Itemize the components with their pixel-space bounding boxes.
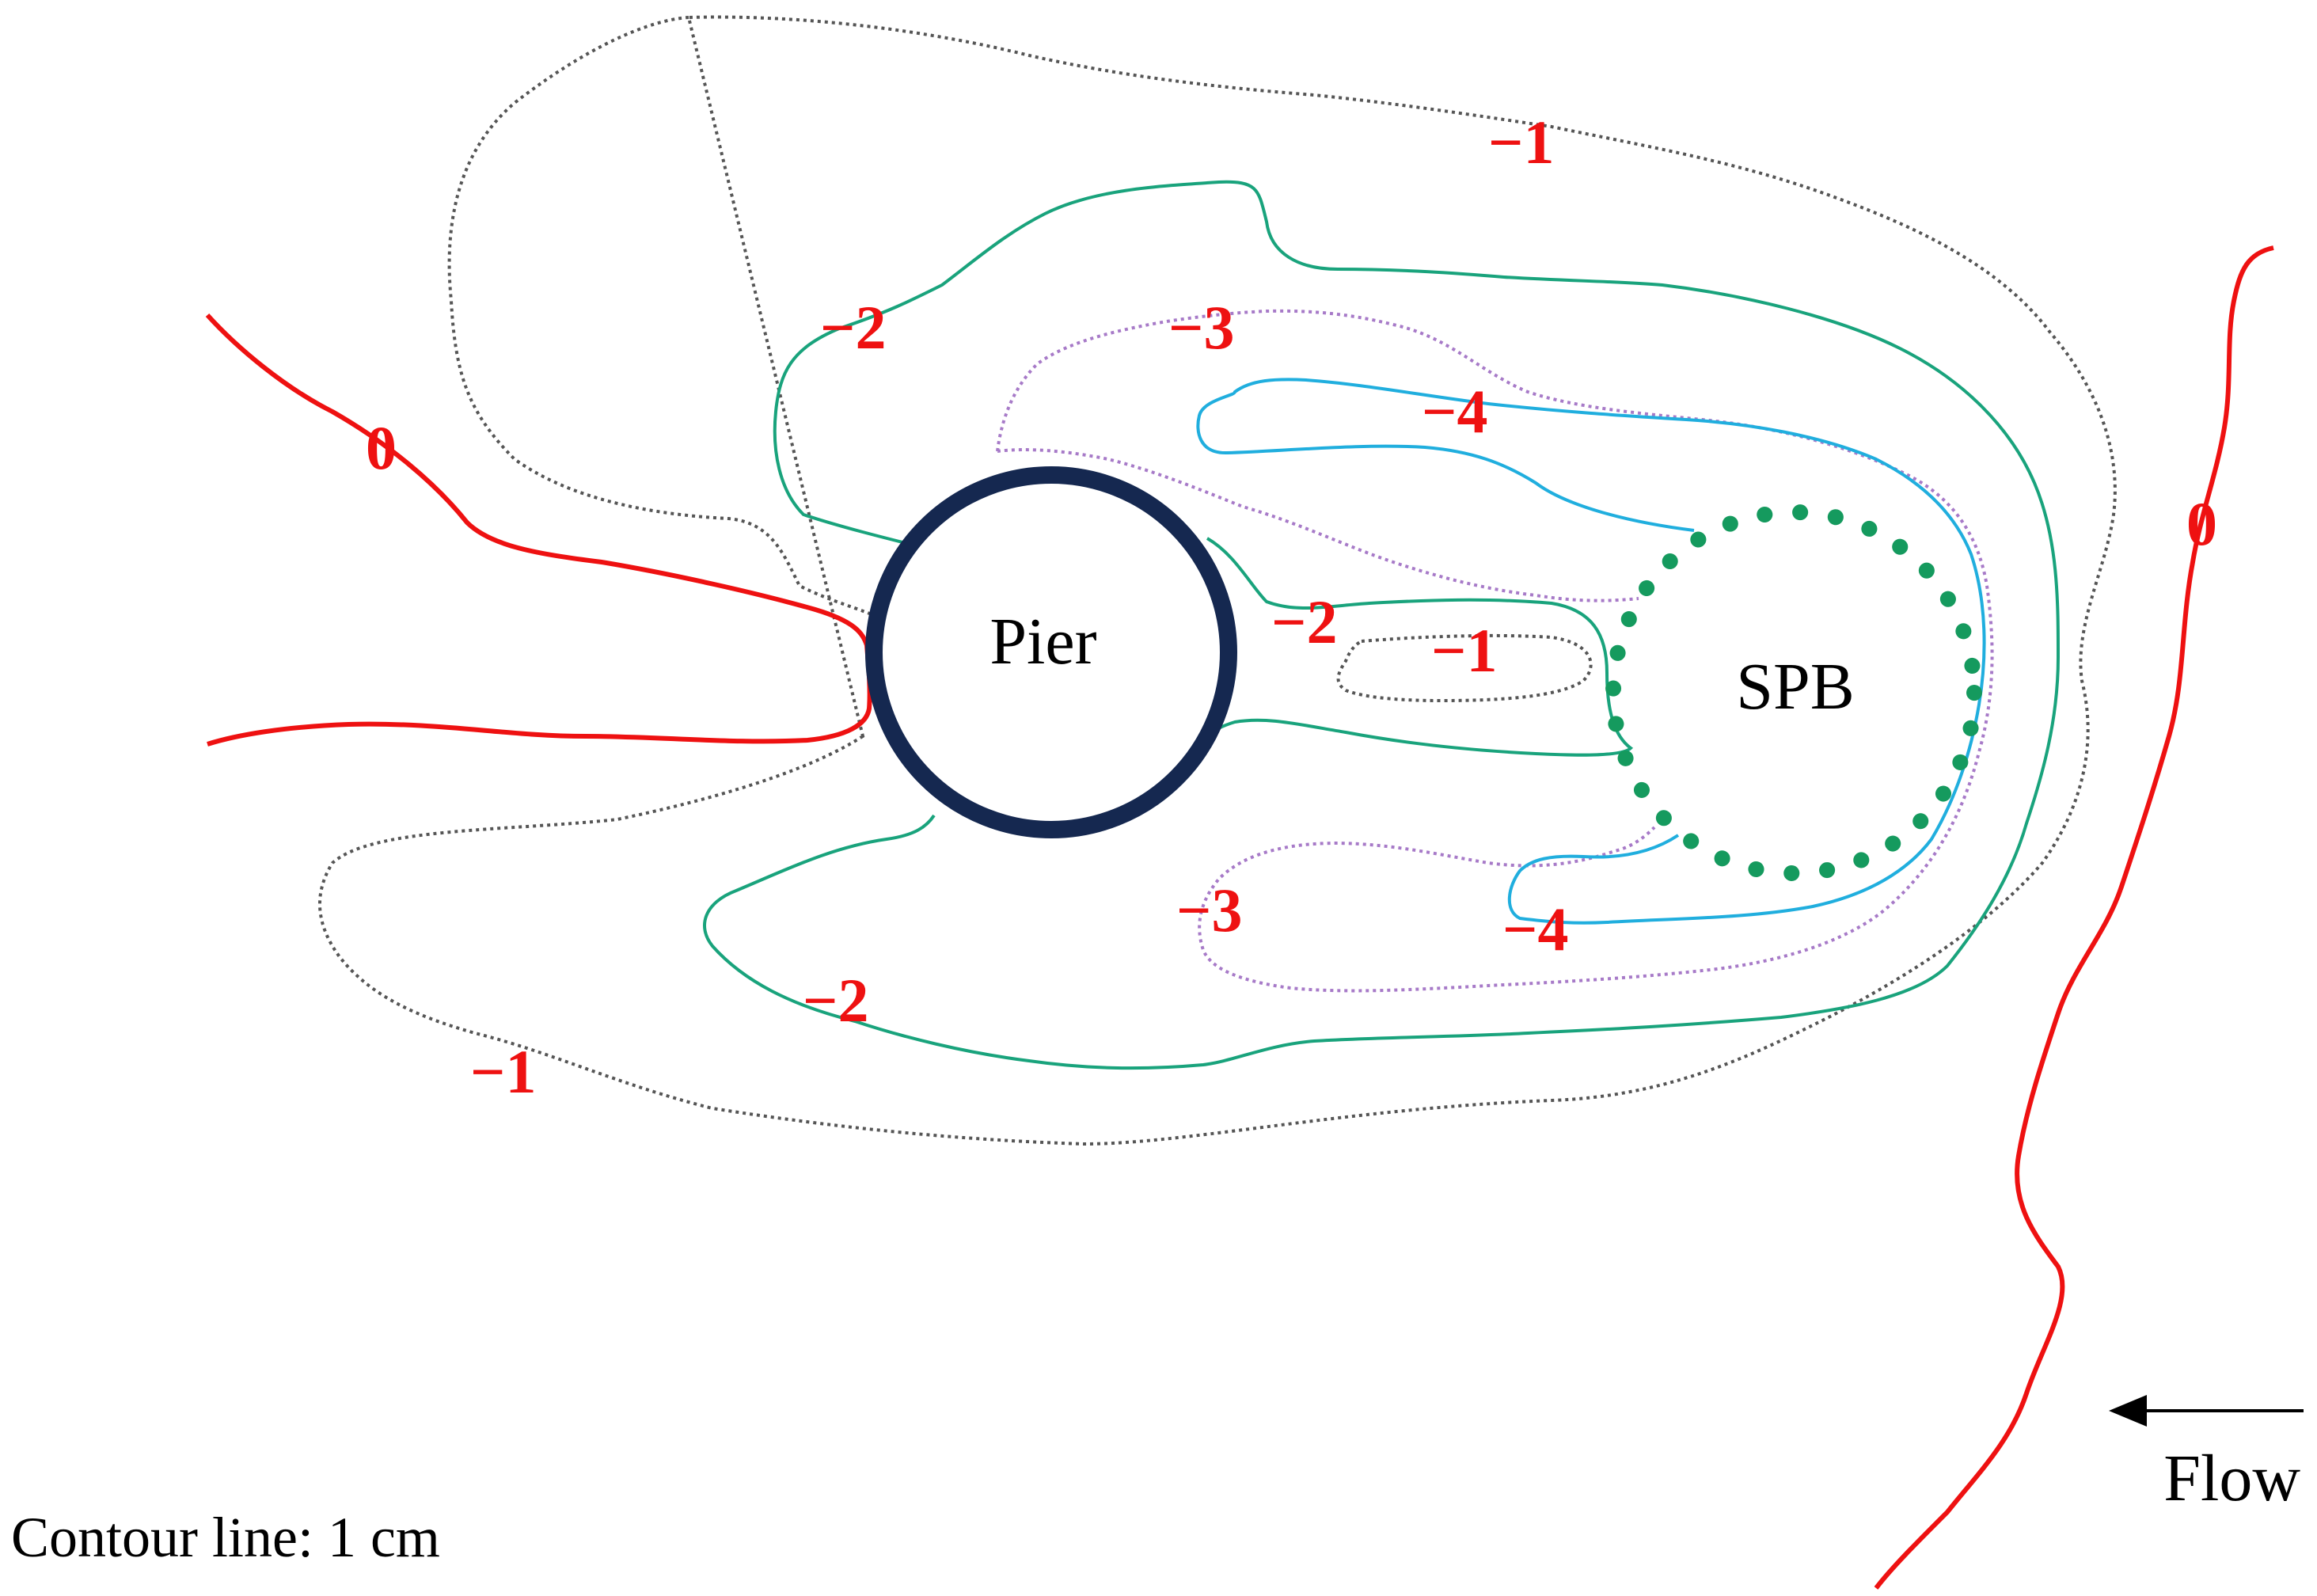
contour-minus1-inner-loop xyxy=(1336,633,1593,703)
contour-minus2-inner xyxy=(1206,537,1634,757)
contour-label-m1-inner: −1 xyxy=(1431,616,1497,685)
flow-label: Flow xyxy=(2163,1442,2300,1515)
contour-label-m2-upper: −2 xyxy=(820,293,886,362)
contour-label-m3-upper: −3 xyxy=(1168,293,1234,362)
pier-label: Pier xyxy=(989,605,1096,678)
contour-label-zero-right: 0 xyxy=(2186,489,2217,558)
contour-minus4 xyxy=(1196,378,1986,925)
contour-minus2-outer xyxy=(703,180,2061,1070)
spb-circle xyxy=(1605,504,1982,881)
contour-label-m2-lower: −2 xyxy=(803,966,868,1035)
contour-label-m4-lower: −4 xyxy=(1502,895,1568,963)
contour-label-m1-bottom: −1 xyxy=(470,1037,536,1106)
contour-zero-right xyxy=(1874,245,2274,1590)
contour-label-m4-upper: −4 xyxy=(1422,377,1487,446)
contour-minus1-outer xyxy=(318,15,2117,1146)
contour-zero-left xyxy=(205,313,872,747)
contour-label-zero-left: 0 xyxy=(366,413,397,482)
contour-minus3-upper xyxy=(996,309,1994,993)
contour-label-m2-mid: −2 xyxy=(1271,587,1337,656)
contour-label-m3-lower: −3 xyxy=(1176,876,1242,944)
contour-label-m1-top: −1 xyxy=(1488,108,1554,177)
contour-interval-note: Contour line: 1 cm xyxy=(11,1506,440,1569)
pier-circle xyxy=(865,466,1237,838)
spb-label: SPB xyxy=(1736,650,1854,724)
